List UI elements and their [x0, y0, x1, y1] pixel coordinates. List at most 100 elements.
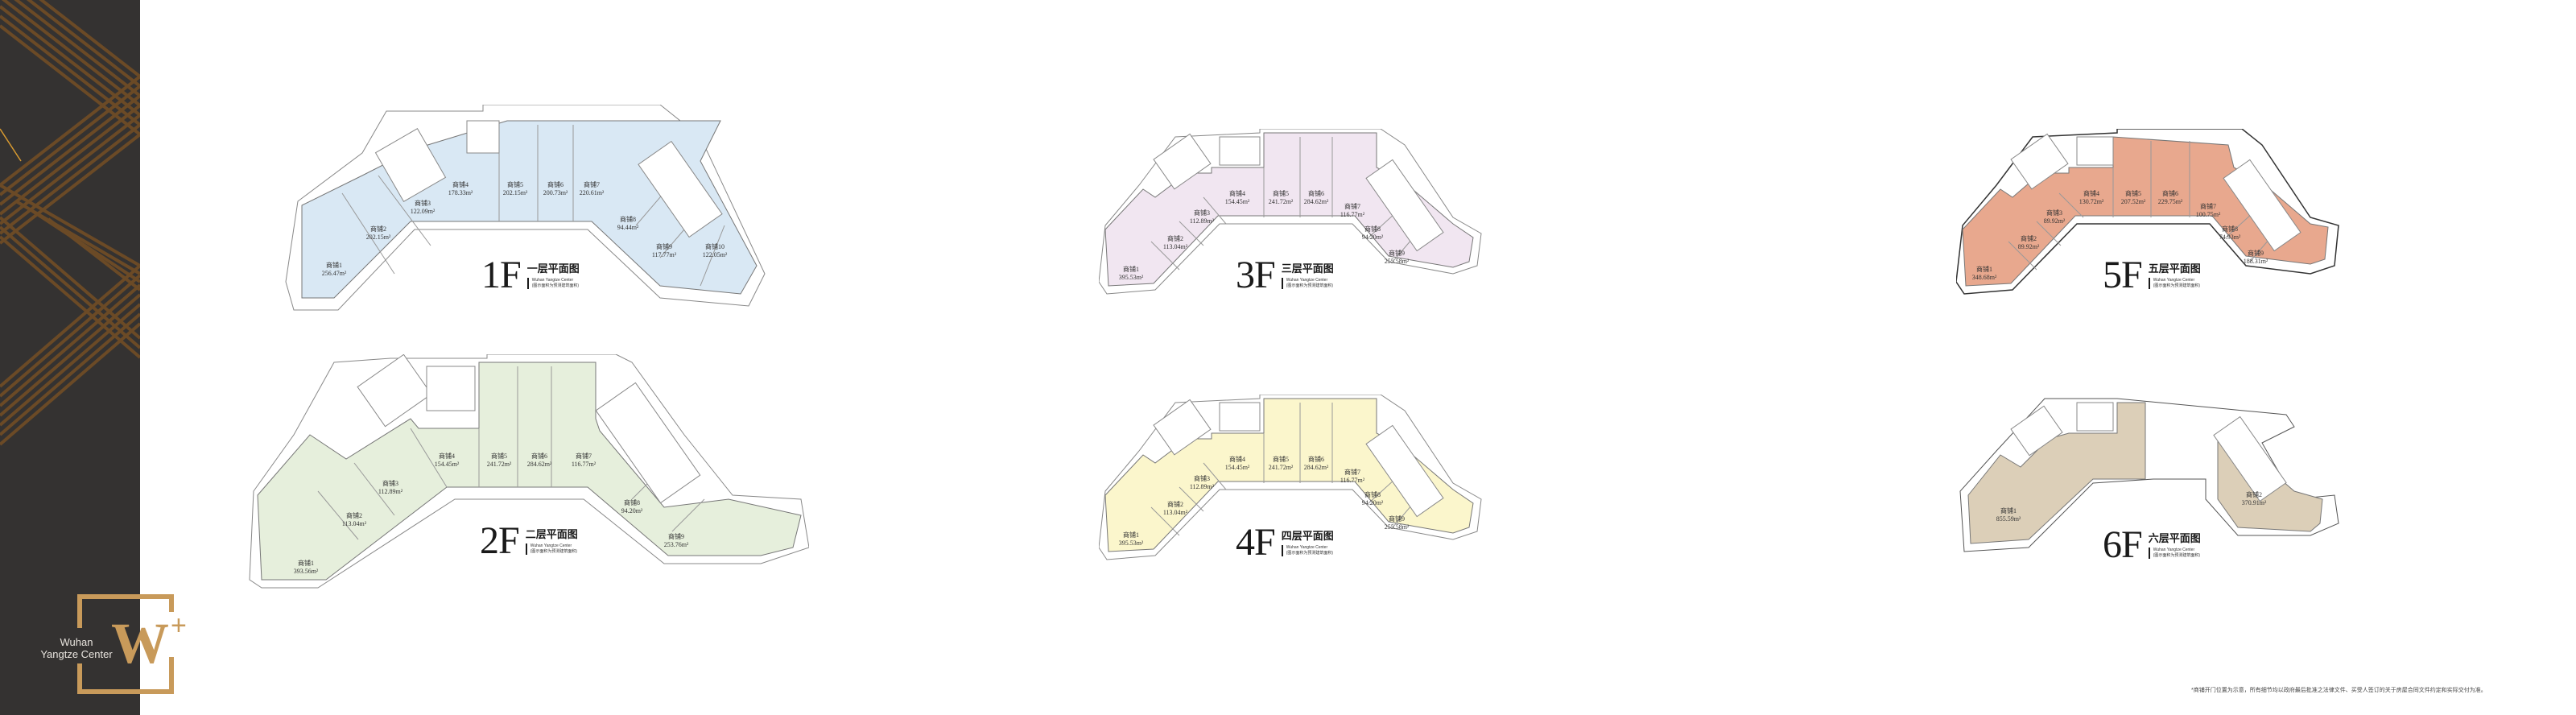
logo-line-2: Yangtze Center: [40, 648, 113, 660]
wuhan-yangtze-center-logo: Wuhan Yangtze Center W +: [0, 556, 209, 694]
floor-number: 1F: [481, 254, 522, 296]
floor-subtitle-en: Wuhan Yangtze Center: [1286, 278, 1328, 283]
floor-plan-6f-drawing: [1959, 398, 2339, 552]
floor-meta: 一层平面图 Wuhan Yangtze Center (图示面积为预测建筑面积): [526, 258, 580, 289]
logo-plus-mark: +: [171, 610, 187, 641]
floor-area-note: (图示面积为预测建筑面积): [2153, 283, 2201, 288]
logo-w-mark: W: [111, 611, 169, 676]
floor-meta: 六层平面图 Wuhan Yangtze Center (图示面积为预测建筑面积): [2148, 527, 2201, 559]
floor-title-cn: 三层平面图: [1281, 262, 1334, 275]
floor-subtitle-en: Wuhan Yangtze Center: [531, 278, 574, 283]
floor-number: 4F: [1236, 521, 1276, 564]
floor-title-cn: 五层平面图: [2148, 262, 2201, 275]
logo-line-1: Wuhan: [60, 636, 93, 648]
floor-title-2f: 2F 二层平面图 Wuhan Yangtze Center (图示面积为预测建筑…: [480, 522, 578, 560]
floor-title-4f: 4F 四层平面图 Wuhan Yangtze Center (图示面积为预测建筑…: [1236, 521, 1334, 564]
floor-area-note: (图示面积为预测建筑面积): [2153, 553, 2201, 558]
floor-meta: 二层平面图 Wuhan Yangtze Center (图示面积为预测建筑面积): [525, 523, 578, 555]
floor-title-1f: 1F 一层平面图 Wuhan Yangtze Center (图示面积为预测建筑…: [481, 254, 580, 296]
floor-area-note: (图示面积为预测建筑面积): [1286, 283, 1334, 288]
logo-frame-gap: [74, 628, 85, 663]
floor-number: 3F: [1236, 254, 1276, 296]
floor-title-cn: 二层平面图: [525, 528, 578, 540]
floor-plan-3f-drawing: [1099, 129, 1482, 295]
floor-subtitle-en: Wuhan Yangtze Center: [530, 543, 572, 548]
floor-subtitle-en: Wuhan Yangtze Center: [2153, 548, 2195, 552]
floor-number: 6F: [2103, 523, 2143, 566]
floor-plan-2f-drawing: [249, 354, 809, 589]
floor-subtitle-en: Wuhan Yangtze Center: [2153, 278, 2195, 283]
floor-subtitle: Wuhan Yangtze Center (图示面积为预测建筑面积): [2148, 548, 2201, 559]
chevron-stripe-pattern: [0, 0, 140, 446]
floor-area-note: (图示面积为预测建筑面积): [1286, 551, 1334, 556]
disclaimer-note: *商铺开门位置为示意，所有细节均以政府最后批准之法律文件、买受人签订的关于房屋合…: [2191, 688, 2487, 693]
floor-title-cn: 一层平面图: [526, 262, 580, 275]
floor-meta: 五层平面图 Wuhan Yangtze Center (图示面积为预测建筑面积): [2148, 258, 2201, 289]
floor-subtitle: Wuhan Yangtze Center (图示面积为预测建筑面积): [1281, 278, 1334, 289]
floor-number: 5F: [2103, 254, 2143, 296]
floor-title-cn: 四层平面图: [1281, 530, 1334, 542]
floor-subtitle: Wuhan Yangtze Center (图示面积为预测建筑面积): [1281, 545, 1334, 556]
floor-subtitle: Wuhan Yangtze Center (图示面积为预测建筑面积): [526, 278, 580, 289]
floor-title-3f: 3F 三层平面图 Wuhan Yangtze Center (图示面积为预测建筑…: [1236, 254, 1334, 296]
floor-title-5f: 5F 五层平面图 Wuhan Yangtze Center (图示面积为预测建筑…: [2103, 254, 2201, 296]
floor-plan-1f-drawing: [285, 105, 766, 311]
floor-plan-4f-drawing: [1099, 395, 1482, 560]
floor-subtitle: Wuhan Yangtze Center (图示面积为预测建筑面积): [2148, 278, 2201, 289]
floor-area-note: (图示面积为预测建筑面积): [530, 549, 578, 554]
floor-title-6f: 6F 六层平面图 Wuhan Yangtze Center (图示面积为预测建筑…: [2103, 523, 2201, 566]
floor-meta: 三层平面图 Wuhan Yangtze Center (图示面积为预测建筑面积): [1281, 258, 1334, 289]
